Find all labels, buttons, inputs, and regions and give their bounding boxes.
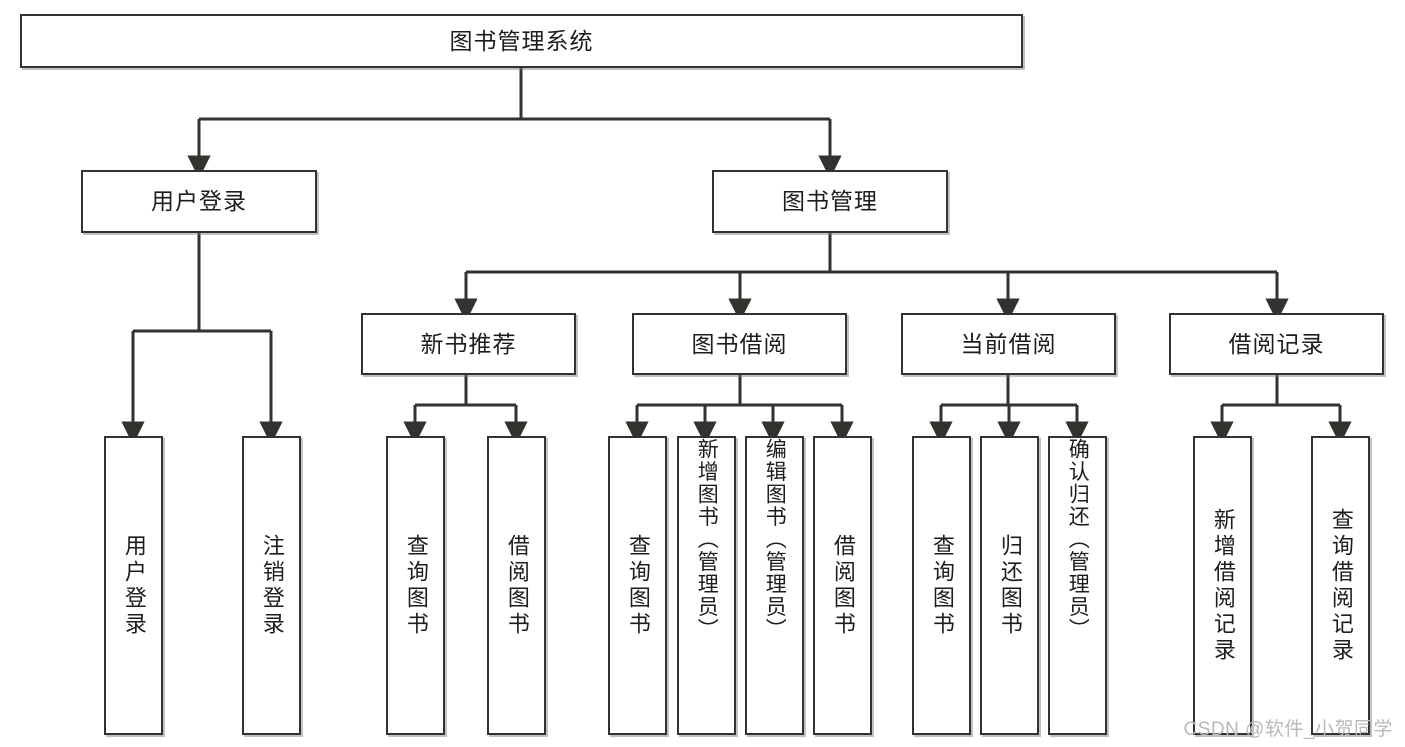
node-borrow-record-label: 借阅记录: [1228, 330, 1325, 357]
node-book-management-label: 图书管理: [782, 188, 878, 215]
node-leaf-query-record-label: 查询借阅记录: [1328, 507, 1354, 664]
node-leaf-add-record[interactable]: 新增借阅记录: [1193, 436, 1252, 735]
node-leaf-borrow-book-2-label: 借阅图书: [830, 533, 856, 638]
node-root-book-management-system[interactable]: 图书管理系统: [20, 14, 1023, 68]
node-new-book-recommend-label: 新书推荐: [420, 330, 517, 357]
node-leaf-user-login[interactable]: 用户登录: [104, 436, 163, 735]
node-leaf-logout-login[interactable]: 注销登录: [242, 436, 301, 735]
node-leaf-return-book-label: 归还图书: [997, 533, 1023, 638]
node-leaf-confirm-return-label: 确认归还（管理员）: [1066, 438, 1090, 641]
node-user-login-label: 用户登录: [151, 188, 247, 215]
node-user-login[interactable]: 用户登录: [81, 170, 317, 233]
node-leaf-logout-login-label: 注销登录: [259, 533, 285, 638]
node-leaf-query-record[interactable]: 查询借阅记录: [1311, 436, 1370, 735]
node-borrow-record[interactable]: 借阅记录: [1169, 313, 1384, 375]
node-leaf-add-book-label: 新增图书（管理员）: [695, 438, 719, 641]
node-leaf-borrow-book-1-label: 借阅图书: [504, 533, 530, 638]
node-leaf-query-book-2[interactable]: 查询图书: [608, 436, 667, 735]
node-leaf-return-book[interactable]: 归还图书: [980, 436, 1039, 735]
node-new-book-recommend[interactable]: 新书推荐: [361, 313, 576, 375]
node-leaf-confirm-return[interactable]: 确认归还（管理员）: [1048, 436, 1107, 735]
node-leaf-query-book-1[interactable]: 查询图书: [386, 436, 445, 735]
node-book-management[interactable]: 图书管理: [712, 170, 948, 233]
node-leaf-query-book-3-label: 查询图书: [929, 533, 955, 638]
node-leaf-add-record-label: 新增借阅记录: [1210, 507, 1236, 664]
node-leaf-borrow-book-2[interactable]: 借阅图书: [813, 436, 872, 735]
node-root-label: 图书管理系统: [449, 27, 594, 54]
node-book-borrow-label: 图书借阅: [691, 330, 788, 357]
node-leaf-edit-book-label: 编辑图书（管理员）: [763, 438, 787, 641]
node-leaf-edit-book[interactable]: 编辑图书（管理员）: [745, 436, 804, 735]
node-current-borrow[interactable]: 当前借阅: [901, 313, 1116, 375]
node-leaf-query-book-1-label: 查询图书: [403, 533, 429, 638]
node-leaf-user-login-label: 用户登录: [121, 533, 147, 638]
node-leaf-query-book-2-label: 查询图书: [625, 533, 651, 638]
node-leaf-query-book-3[interactable]: 查询图书: [912, 436, 971, 735]
node-leaf-add-book[interactable]: 新增图书（管理员）: [677, 436, 736, 735]
node-current-borrow-label: 当前借阅: [960, 330, 1057, 357]
csdn-watermark: CSDN @软件_小贺同学: [1183, 719, 1393, 740]
node-leaf-borrow-book-1[interactable]: 借阅图书: [487, 436, 546, 735]
node-book-borrow[interactable]: 图书借阅: [632, 313, 847, 375]
